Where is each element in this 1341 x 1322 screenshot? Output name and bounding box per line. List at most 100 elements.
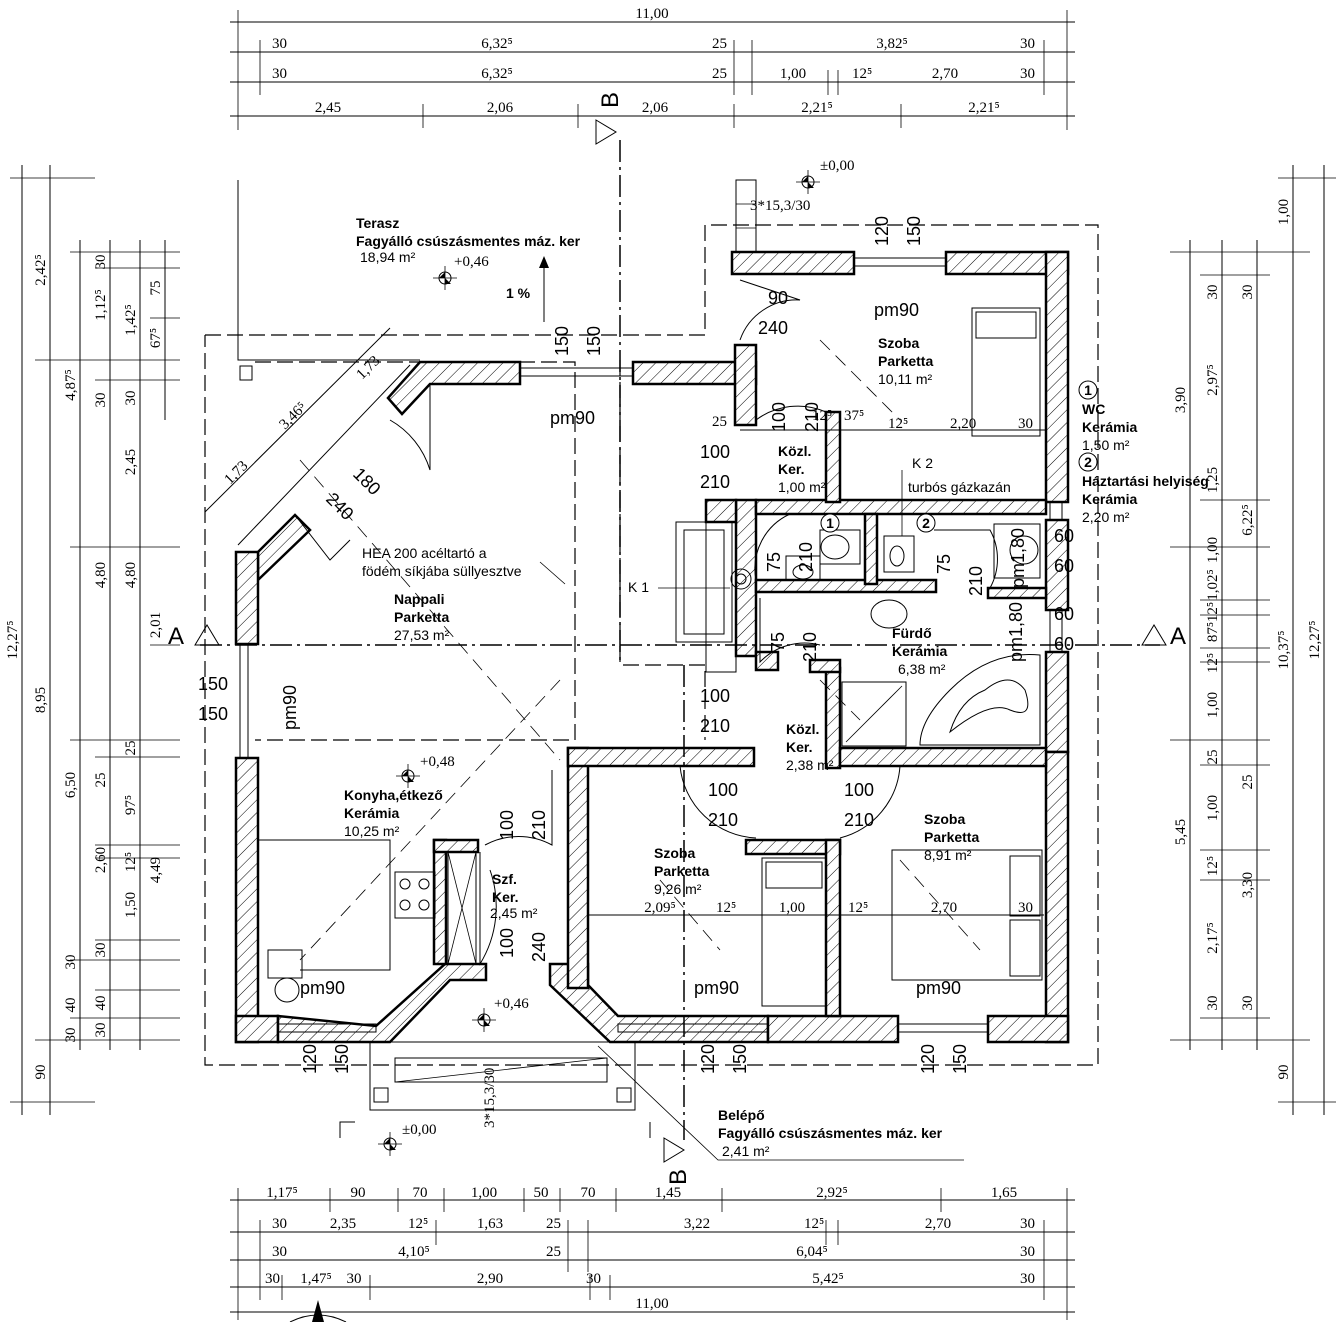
room-haztartasi-floor: Kerámia [1082,491,1137,507]
room-szoba-1-floor: Parketta [878,353,933,369]
dim-left-c3-4: 30 [63,955,79,970]
corr-dim-1: 12⁵ [812,408,832,424]
dim-left-c2-0: 2,42⁵ [33,254,49,285]
dim-bot-r2-3: 1,63 [477,1216,503,1232]
dim-right-c3-7: 30 [1240,996,1256,1011]
dim-top-r2-2: 25 [712,66,727,82]
room-furdo: Fürdő Kerámia 6,38 m² [892,625,947,677]
dim-bot-r4-4: 30 [586,1271,601,1287]
dim-bot-r4-1: 1,47⁵ [300,1271,331,1287]
diag-dim-1: 1,73 [354,353,384,383]
dim-right-c3-6: 3,30 [1240,872,1256,898]
dim-top-r3-2: 2,06 [642,100,669,116]
k1-label: K 1 [628,579,649,595]
dim-bot-r2-5: 3,22 [684,1216,710,1232]
level-ground-label: ±0,00 [820,158,854,174]
room-furdo-area: 6,38 m² [898,661,946,677]
room-wc: WC Kerámia 1,50 m² [1082,401,1137,453]
room-kozl-1-name: Közl. [778,443,811,459]
dim-left-c4-5: 1,50 [123,892,139,918]
top-dimensions: 11,00 30 6,32⁵ 25 3,82⁵ 30 30 6,32⁵ 25 1… [230,6,1075,130]
room-szoba-2-area: 9,26 m² [654,881,702,897]
section-lines: A A B B [168,92,1186,1185]
dim-left-c4-3: 25 [123,741,139,756]
dim-top-r1-1: 6,32⁵ [481,36,512,52]
op-22: 60 [1054,634,1074,654]
room-szf-area: 2,45 m² [490,905,538,921]
dim-left-c4-7: 40 [93,996,109,1011]
op-19: 60 [1054,526,1074,546]
dim-top-r2-6: 30 [1020,66,1035,82]
annotations: ±0,00 +0,46 +0,48 +0,46 ±0,00 1 % 3*15,3… [362,158,1098,1156]
op-5: 150 [552,326,572,356]
dim-bot-r4-6: 30 [1020,1271,1035,1287]
dim-left-overall: 12,27⁵ [5,621,21,660]
dim-right-c2-3: 1,00 [1205,537,1221,563]
op-45: 120 [918,1044,938,1074]
dim-right-c3-5: 25 [1240,775,1256,790]
marker-1-text: 1 [826,515,834,531]
op-14: 75 [764,552,784,572]
dim-top-r2-1: 6,32⁵ [481,66,512,82]
dim-top-r3-4: 2,21⁵ [968,100,999,116]
op-15: 210 [796,542,816,572]
dim-right-c4-0: 1,00 [1276,199,1292,225]
room-szoba-3: Szoba Parketta 8,91 m² [924,811,979,863]
level-terrace-label: +0,46 [454,254,489,270]
mid-dim-4: 2,70 [931,900,957,916]
level-marker-entry: +0,46 [472,996,529,1032]
dim-bot-overall: 11,00 [635,1296,668,1312]
corr-dim-3: 12⁵ [888,416,908,432]
dim-left-c3-3: 40 [63,998,79,1013]
room-nappali: Nappali Parketta 27,53 m² [394,591,450,643]
room-szf-name: Szf. [492,871,517,887]
dim-left-c5-1: 1,42⁵ [123,304,139,335]
dim-bot-r3-3: 6,04⁵ [796,1244,827,1260]
dim-left-c2-3: 90 [33,1065,49,1080]
op-9: 210 [802,402,822,432]
dim-bot-r1-8: 1,65 [991,1185,1017,1201]
level-entry-ground-label: ±0,00 [402,1122,436,1138]
dim-top-r3-0: 2,45 [315,100,341,116]
dim-top-r1-4: 30 [1020,36,1035,52]
op-25: pm1,80 [1006,602,1026,662]
room-wc-floor: Kerámia [1082,419,1137,435]
dim-right-c2-7: 1,00 [1205,795,1221,821]
marker-1-legend: 1 [1084,382,1092,398]
op-31: 100 [708,780,738,800]
op-27: 150 [198,704,228,724]
left-dimensions: 12,27⁵ 2,42⁵ 4,87⁵ 8,95 90 6,50 4,80 1,1… [5,165,180,1115]
room-kozl-1: Közl. Ker. 1,00 m² [778,443,826,495]
marker-2: 2 2 [916,452,1098,533]
room-haztartasi-area: 2,20 m² [1082,509,1130,525]
room-kozl-1-floor: Ker. [778,461,804,477]
op-37: 100 [497,928,517,958]
op-8: 100 [769,402,789,432]
level-marker-ground: ±0,00 [796,158,854,194]
room-terasz-area: 18,94 m² [360,249,416,265]
op-26: 150 [198,674,228,694]
dim-bot-r4-0: 30 [265,1271,280,1287]
marker-2-text: 2 [922,515,930,531]
dim-left-c5-4: 2,01 [148,612,164,638]
dim-right-c2-6: 25 [1205,750,1221,765]
dim-right-c2-0: 30 [1205,285,1221,300]
dim-right-c2-4: 1,02⁵ [1205,569,1221,600]
dim-top-r2-3: 1,00 [780,66,806,82]
op-32: 210 [708,810,738,830]
dim-top-r2-0: 30 [272,66,287,82]
room-szoba-1-name: Szoba [878,335,919,351]
dim-bot-r1-1: 90 [351,1185,366,1201]
walls [234,250,1070,1044]
level-marker-terrace: +0,46 [433,254,489,290]
dim-bot-r1-2: 70 [413,1185,428,1201]
room-nappali-floor: Parketta [394,609,449,625]
outline-lines [204,179,1099,1138]
room-terasz-name: Terasz [356,215,399,231]
dim-left-c4-6: 30 [93,943,109,958]
dim-left-c5-7: 12⁵ [123,852,139,872]
dim-bot-r1-6: 1,45 [655,1185,681,1201]
room-szoba-2-name: Szoba [654,845,695,861]
corr-dim-0: 25 [712,414,727,430]
